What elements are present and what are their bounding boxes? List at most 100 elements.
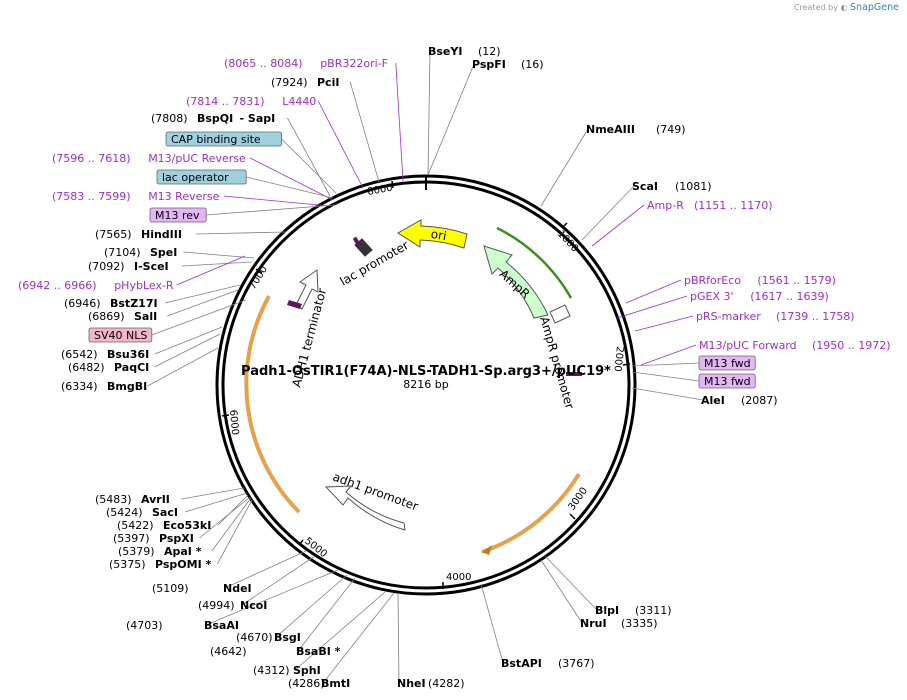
enzyme-site-blpi[interactable]: BlpI(3311) <box>595 604 672 617</box>
ori-feature[interactable]: ori <box>397 219 468 249</box>
primer-range: (7814 .. 7831) <box>186 95 265 108</box>
enzyme-site-eco53ki[interactable]: (5422)Eco53kI <box>117 519 211 532</box>
lac-promoter-feature[interactable]: lac promoter <box>338 238 412 289</box>
enzyme-name: PspXI <box>159 532 194 545</box>
primer-range: (8065 .. 8084) <box>224 57 303 70</box>
primer-name: pHybLex-R <box>114 279 174 292</box>
feature-box-m13-fwd[interactable]: M13 fwd <box>698 373 756 389</box>
feature-box-bg <box>165 131 282 147</box>
enzyme-name: BstAPI <box>501 657 542 670</box>
enzyme-site-nrui[interactable]: NruI(3335) <box>580 617 658 630</box>
enzyme-site-sphi[interactable]: SphI(4312) <box>253 664 321 677</box>
enzyme-site-spei[interactable]: (7104)SpeI <box>104 246 177 259</box>
primer-name: M13 Reverse <box>148 190 219 203</box>
enzyme-site-scai[interactable]: ScaI(1081) <box>632 180 712 193</box>
enzyme-position: (6482) <box>68 361 105 374</box>
adh1-promoter-feature[interactable]: adh1 promoter <box>324 470 420 531</box>
tick-label-8000: 8000 <box>367 183 394 198</box>
tick-7000: 7000 <box>247 264 270 291</box>
enzyme-site-pspfi[interactable]: PspFI(16) <box>472 58 544 71</box>
primer-pbr322ori-f[interactable]: (8065 .. 8084)pBR322ori-F <box>224 57 388 70</box>
enzyme-site-ncoi[interactable]: NcoI(4994) <box>198 599 267 612</box>
enzyme-site-alei[interactable]: AleI(2087) <box>701 394 778 407</box>
enzyme-name: NmeAIII <box>586 123 635 136</box>
enzyme-site-ndei[interactable]: NdeI(5109) <box>152 582 252 595</box>
primer-phyblex-r[interactable]: (6942 .. 6966)pHybLex-R <box>18 279 174 292</box>
enzyme-position: (4670) <box>236 631 273 644</box>
primer-name: pBRforEco <box>684 274 741 287</box>
enzyme-site-paqci[interactable]: (6482)PaqCI <box>68 361 149 374</box>
enzyme-site-sali[interactable]: (6869)SalI <box>88 310 157 323</box>
feature-box-bg <box>698 373 756 389</box>
tick-label-4000: 4000 <box>446 572 471 583</box>
feature-box-sv40-nls[interactable]: SV40 NLS <box>88 327 153 343</box>
enzyme-site-pspxi[interactable]: (5397)PspXI <box>113 532 194 545</box>
enzyme-site-iscei[interactable]: (7092)I-SceI <box>88 260 169 273</box>
enzyme-name: PspFI <box>472 58 506 71</box>
primer-range: (1950 .. 1972) <box>812 339 891 352</box>
enzyme-position: (3311) <box>635 604 672 617</box>
tick-label-2000: 2000 <box>611 346 625 372</box>
orange-orf-arc-left <box>244 295 301 514</box>
enzyme-site-avrii[interactable]: (5483) AvrII <box>95 493 170 506</box>
enzyme-position: (5379) <box>118 545 155 558</box>
feature-box-cap-binding-site[interactable]: CAP binding site <box>165 131 282 147</box>
enzyme-position: (4282) <box>428 677 465 690</box>
enzyme-site-bsu36i[interactable]: (6542)Bsu36I <box>61 348 149 361</box>
primer-prs-marker[interactable]: pRS-marker(1739 .. 1758) <box>696 310 855 323</box>
feature-box-lac-operator[interactable]: lac operator <box>156 169 247 185</box>
primer-pbrforeco[interactable]: pBRforEco(1561 .. 1579) <box>684 274 836 287</box>
enzyme-position: (6946) <box>64 297 101 310</box>
enzyme-site-nmeaiii[interactable]: NmeAIII(749) <box>586 123 686 136</box>
watermark-brand: SnapGene <box>850 2 899 13</box>
enzyme-site-bsgi[interactable]: BsgI(4670) <box>236 631 301 644</box>
enzyme-site-bmti[interactable]: BmtI(4286) <box>288 677 350 690</box>
enzyme-site-bsabi[interactable]: BsaBI *(4642) <box>210 645 341 658</box>
enzyme-extra: - SapI <box>240 112 276 125</box>
feature-box-label: M13 fwd <box>704 375 751 388</box>
enzyme-position: (7104) <box>104 246 141 259</box>
snapgene-logo-icon: ◐ <box>840 3 848 12</box>
enzyme-site-bstz17i[interactable]: (6946)BstZ17I <box>64 297 158 310</box>
enzyme-site-nhei[interactable]: NheI(4282) <box>397 677 465 690</box>
enzyme-position: (5422) <box>117 519 154 532</box>
primer-range: (1151 .. 1170) <box>694 199 773 212</box>
primer-m13-reverse[interactable]: (7583 .. 7599)M13 Reverse <box>52 190 220 203</box>
enzyme-name: NruI <box>580 617 607 630</box>
enzyme-site-bseyi[interactable]: BseYI(12) <box>428 45 501 58</box>
feature-box-m13-fwd[interactable]: M13 fwd <box>698 355 756 371</box>
primer-m13-puc-reverse[interactable]: (7596 .. 7618) M13/pUC Reverse <box>52 152 246 165</box>
primer-range: (1739 .. 1758) <box>776 310 855 323</box>
enzyme-site-hindiii[interactable]: (7565)HindIII <box>95 228 182 241</box>
enzyme-name: SphI <box>293 664 321 677</box>
enzyme-name: ApaI * <box>164 545 202 558</box>
tick-label-7000: 7000 <box>247 264 270 291</box>
enzyme-site-bmgbi[interactable]: (6334)BmgBI <box>61 380 147 393</box>
enzyme-position: (5483) <box>95 493 132 506</box>
primer-pgex-3-[interactable]: pGEX 3'(1617 .. 1639) <box>690 290 829 303</box>
enzyme-site-pcii[interactable]: (7924)PciI <box>271 76 339 89</box>
primer-l4440[interactable]: (7814 .. 7831)L4440 <box>186 95 316 108</box>
tick-8000: 8000 <box>367 180 394 198</box>
ampr-feature[interactable]: AmpR <box>483 245 571 324</box>
primer-amp-r[interactable]: Amp-R(1151 .. 1170) <box>647 199 773 212</box>
enzyme-site-bstapi[interactable]: BstAPI(3767) <box>501 657 595 670</box>
enzyme-site-apai[interactable]: (5379) ApaI * <box>118 545 202 558</box>
enzyme-name: BmgBI <box>107 380 147 393</box>
enzyme-site-bspqi[interactable]: (7808)BspQI- SapI <box>151 112 275 125</box>
enzyme-position: (4703) <box>126 619 163 632</box>
orange-orf-arc-bottom <box>481 472 581 554</box>
enzyme-name: AvrII <box>141 493 170 506</box>
tick-label-6000: 6000 <box>227 409 240 435</box>
enzyme-position: (7565) <box>95 228 132 241</box>
enzyme-site-saci[interactable]: (5424)SacI <box>106 506 178 519</box>
feature-box-m13-rev[interactable]: M13 rev <box>149 207 207 223</box>
enzyme-site-bsaai[interactable]: BsaAI(4703) <box>126 619 239 632</box>
primer-m13-puc-forward[interactable]: M13/pUC Forward(1950 .. 1972) <box>699 339 891 352</box>
enzyme-position: (5424) <box>106 506 143 519</box>
primer-name: M13/pUC Reverse <box>148 152 246 165</box>
primer-range: (7596 .. 7618) <box>52 152 131 165</box>
enzyme-position: (4312) <box>253 664 290 677</box>
enzyme-site-pspomi[interactable]: (5375)PspOMI * <box>109 558 212 571</box>
